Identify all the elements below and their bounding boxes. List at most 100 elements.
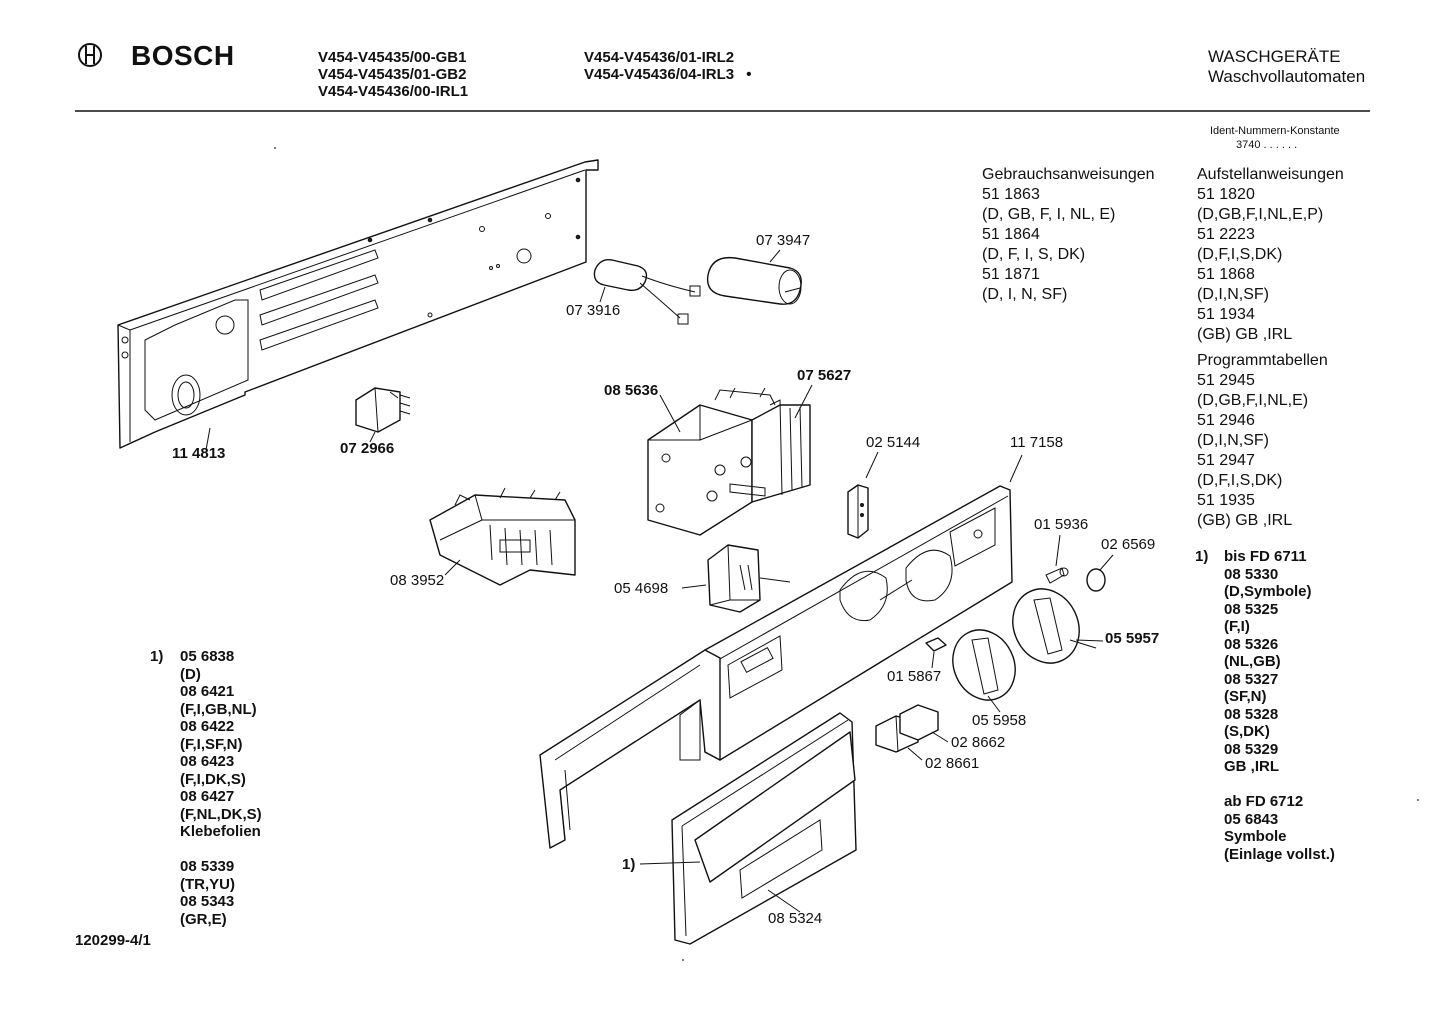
programm-line: 51 2946 [1197,412,1255,429]
note-left-line: (D) [180,665,201,683]
aufstell-title: Aufstellanweisungen [1197,166,1344,183]
aufstell-line: 51 2223 [1197,226,1255,243]
callout-025144: 02 5144 [866,434,921,451]
callout-028661: 02 8661 [925,755,980,772]
programm-line: (D,I,N,SF) [1197,432,1269,449]
gebrauch-line: 51 1863 [982,186,1040,203]
note-left: 05 6838 (D) 08 6421 (F,I,GB,NL) 08 6422 … [180,648,262,928]
note-left-spacer [180,841,262,859]
note-right-line: 08 5329 [1224,740,1279,758]
callout-114813: 11 4813 [172,445,226,462]
note-right-line: (D,Symbole) [1224,583,1312,600]
part-055957-knob [1012,588,1104,664]
note-right-line: 08 5328 [1224,705,1279,723]
ident-value: 3740 . . . . . . [1236,139,1298,151]
category-title: WASCHGERÄTE [1208,47,1341,66]
part-083952-switchblock [429,487,576,586]
note-right-line: ab FD 6712 [1224,793,1304,810]
note-left-line: 08 6422 [180,718,235,735]
part-015867-button [925,637,947,669]
gebrauch-line: 51 1864 [982,226,1040,243]
note-right-line: Symbole [1224,828,1287,845]
note-right-line: 08 5326 [1224,635,1279,653]
programm-title: Programmtabellen [1197,352,1328,369]
aufstell-line: (D,I,N,SF) [1197,286,1269,303]
model-line-text: V454-V45436/04-IRL3 [584,66,735,83]
aufstell-section: Aufstellanweisungen 51 1820 (D,GB,F,I,NL… [1197,165,1344,531]
callout-075627: 07 5627 [797,367,852,384]
note-left-line: 08 6421 [180,683,235,700]
part-015936-screw [1045,534,1069,584]
note-right-line: 08 5327 [1224,670,1279,688]
note-left-line: 08 5343 [180,893,235,910]
note-right-line: 05 6843 [1224,810,1279,828]
programm-line: (D,F,I,S,DK) [1197,472,1283,489]
aufstell-line: 51 1820 [1197,186,1255,203]
part-085636-timer [647,384,813,536]
callout-073916: 07 3916 [566,302,621,319]
panel-side-frame [539,649,721,849]
category-subtitle: Waschvollautomaten [1208,67,1366,86]
aufstell-line: (GB) GB ,IRL [1197,326,1293,343]
note-right: bis FD 6711 08 5330 (D,Symbole) 08 5325 … [1224,548,1335,863]
note-left-line: (F,I,GB,NL) [180,700,257,718]
aufstell-line: (D,F,I,S,DK) [1197,246,1283,263]
part-072966-connector [355,387,411,443]
part-114813-frame [117,159,599,451]
note-left-line: (F,NL,DK,S) [180,805,262,823]
gebrauch-title: Gebrauchsanweisungen [982,166,1155,183]
model-list-1: V454-V45435/00-GB1 V454-V45435/01-GB2 V4… [318,49,468,100]
note-right-line: (Einlage vollst.) [1224,845,1335,863]
model-line: V454-V45436/00-IRL1 [318,83,469,100]
model-line: V454-V45436/04-IRL3 • [584,66,752,83]
programm-line: 51 2947 [1197,452,1255,469]
document-id: 120299-4/1 [75,932,151,949]
note-left-line: (GR,E) [180,910,227,928]
callout-085636: 08 5636 [604,382,659,399]
callout-note-1: 1) [622,856,636,873]
part-073916-filter [593,259,701,325]
note-right-line: (SF,N) [1224,688,1267,705]
part-028662-028661-buttons [875,704,949,761]
note-right-line: GB ,IRL [1224,758,1279,775]
programm-line: 51 2945 [1197,372,1255,389]
note-right-line: 08 5325 [1224,600,1279,618]
note-left-line: (TR,YU) [180,875,235,893]
ident-block: Ident-Nummern-Konstante 3740 . . . . . . [1210,124,1340,152]
category-block: WASCHGERÄTE Waschvollautomaten [1208,47,1365,87]
part-085324-drawer [639,712,857,945]
callout-073947: 07 3947 [756,232,811,249]
aufstell-line: 51 1868 [1197,266,1255,283]
gebrauch-line: 51 1871 [982,266,1040,283]
note-right-line: bis FD 6711 [1224,548,1307,565]
callout-117158: 11 7158 [1010,434,1064,451]
gebrauch-line: (D, I, N, SF) [982,286,1068,303]
note-left-line: Klebefolien [180,823,261,840]
programm-line: (D,GB,F,I,NL,E) [1197,392,1309,409]
callout-083952: 08 3952 [390,572,445,589]
part-073947-capacitor [706,249,802,305]
note-right-line: (NL,GB) [1224,653,1281,670]
part-054698-selector [681,544,791,613]
note-left-line: 08 6423 [180,753,235,770]
ident-label: Ident-Nummern-Konstante [1210,125,1340,137]
note-left-line: (F,I,SF,N) [180,735,243,753]
callout-055957: 05 5957 [1105,630,1160,647]
callout-054698: 05 4698 [614,580,669,597]
model-line: V454-V45435/01-GB2 [318,66,467,83]
note-left-marker: 1) [150,648,164,665]
callout-072966: 07 2966 [340,440,395,457]
note-left-line: 08 5339 [180,858,235,875]
note-left-line: (F,I,DK,S) [180,770,246,788]
note-right-line: (S,DK) [1224,723,1270,740]
callout-015867: 01 5867 [887,668,942,685]
note-right-spacer [1224,776,1335,794]
gebrauch-line: (D, F, I, S, DK) [982,246,1086,263]
model-line: V454-V45436/01-IRL2 [584,49,735,66]
brand-name: BOSCH [131,40,235,71]
model-list-2: V454-V45436/01-IRL2 V454-V45436/04-IRL3 … [584,49,752,83]
programm-line: 51 1935 [1197,492,1255,509]
callout-026569: 02 6569 [1101,536,1156,553]
part-055958-knob [952,629,1016,713]
